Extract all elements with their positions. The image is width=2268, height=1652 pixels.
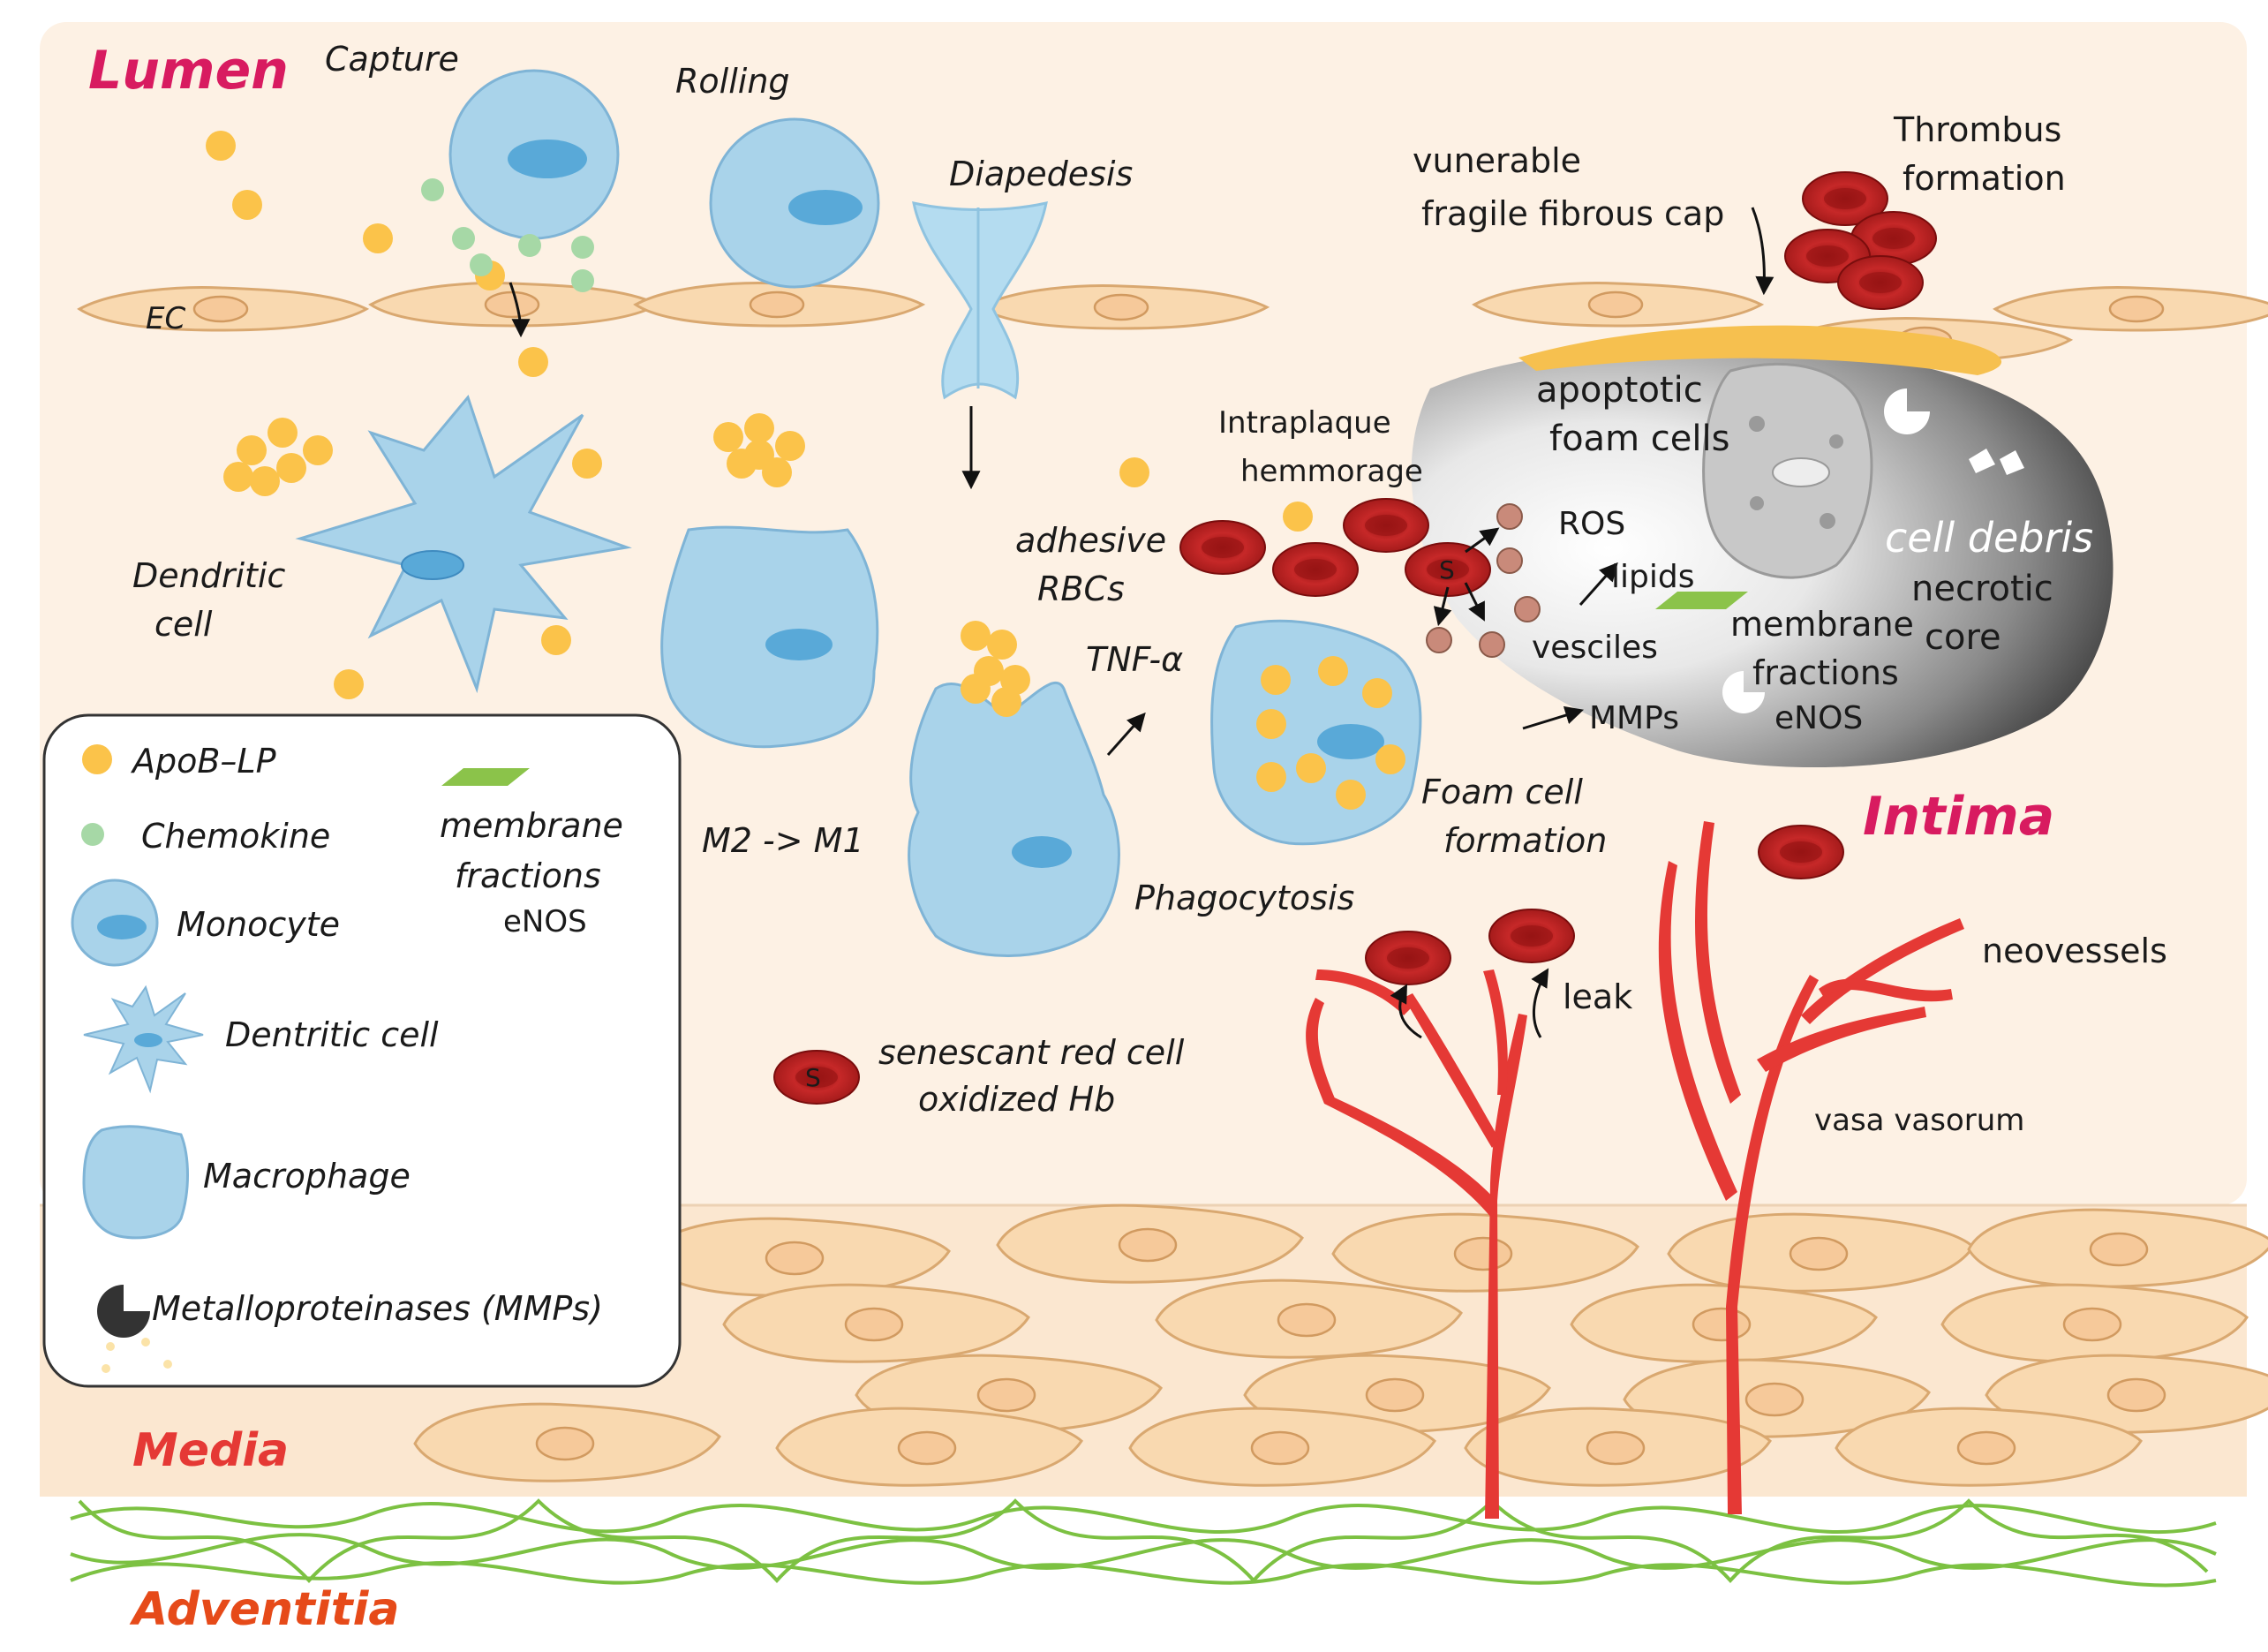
label-adhesive-2: RBCs	[1037, 570, 1125, 608]
label-leak: leak	[1563, 977, 1632, 1016]
label-thrombus-1: Thrombus	[1893, 110, 2061, 149]
label-mmps: MMPs	[1589, 700, 1679, 736]
arrows	[509, 207, 1774, 1039]
label-apoptotic-1: apoptotic	[1536, 370, 1703, 411]
legend-chemokine: Chemokine	[141, 817, 330, 856]
vesicles	[1426, 503, 1541, 658]
label-necrotic-2: core	[1925, 617, 2001, 658]
label-s-legend: S	[805, 1063, 821, 1092]
layer-adventitia: Adventitia	[129, 1583, 400, 1636]
diagram-labels: Capture Rolling Diapedesis EC Dendritic …	[132, 40, 2167, 1138]
foam-cell	[1210, 619, 1422, 846]
adventitia-fibers	[70, 1498, 2217, 1588]
label-foam-1: Foam cell	[1421, 773, 1583, 811]
label-vulnerable-1: vunerable	[1413, 141, 1581, 180]
legend: ApoB–LP Chemokine membrane fractions eNO…	[42, 713, 682, 1388]
label-tnf: TNF-α	[1086, 640, 1183, 679]
legend-membrane-2: fractions	[455, 856, 601, 895]
label-dendritic-1: Dendritic	[132, 556, 285, 595]
layer-lumen: Lumen	[88, 40, 289, 102]
label-ros: ROS	[1558, 506, 1625, 542]
legend-mmps: Metalloproteinases (MMPs)	[152, 1289, 603, 1328]
layer-intima: Intima	[1863, 786, 2054, 848]
membrane-fraction-plate	[1655, 592, 1748, 609]
label-senescent-2: oxidized Hb	[918, 1080, 1115, 1119]
dendritic-cell	[295, 394, 632, 694]
layer-media: Media	[132, 1424, 289, 1477]
label-lipids: lipids	[1611, 559, 1694, 595]
label-membrane-2: fractions	[1752, 653, 1899, 692]
label-membrane-1: membrane	[1730, 605, 1914, 644]
label-phagocytosis: Phagocytosis	[1134, 879, 1354, 917]
label-foam-2: formation	[1443, 821, 1607, 860]
label-intraplaque-2: hemmorage	[1240, 454, 1423, 489]
legend-membrane-3: eNOS	[503, 904, 587, 939]
label-vesciles: vesciles	[1532, 630, 1658, 666]
legend-box	[42, 713, 682, 1388]
legend-dendritic: Dentritic cell	[225, 1015, 439, 1054]
label-s-core: S	[1439, 555, 1455, 585]
legend-macrophage: Macrophage	[203, 1157, 411, 1196]
necrotic-core	[1411, 325, 2114, 768]
legend-membrane-icon	[441, 768, 530, 786]
legend-mmp-icon	[97, 1285, 150, 1338]
label-cell-debris: cell debris	[1885, 514, 2093, 562]
legend-apob: ApoB–LP	[130, 742, 276, 781]
phagocytic-macrophage	[908, 682, 1120, 957]
label-diapedesis: Diapedesis	[949, 155, 1133, 193]
macrophage	[660, 525, 879, 749]
label-capture: Capture	[325, 40, 459, 79]
label-apoptotic-2: foam cells	[1549, 419, 1729, 459]
label-adhesive-1: adhesive	[1015, 521, 1166, 560]
diapedesis-cell	[912, 201, 1048, 400]
label-intraplaque-1: Intraplaque	[1218, 405, 1391, 441]
label-rolling: Rolling	[675, 62, 790, 101]
label-ec: EC	[146, 301, 185, 336]
monocyte-rolling	[709, 117, 880, 289]
label-dendritic-2: cell	[154, 605, 213, 644]
neovessels	[1306, 821, 1964, 1519]
label-m2-m1: M2 -> M1	[702, 821, 864, 860]
monocyte-capture	[448, 69, 620, 240]
label-thrombus-2: formation	[1903, 159, 2066, 198]
label-vulnerable-2: fragile fibrous cap	[1421, 194, 1724, 233]
label-vasa-vasorum: vasa vasorum	[1814, 1103, 2024, 1138]
label-membrane-3: eNOS	[1774, 700, 1863, 736]
legend-macrophage-icon	[82, 1125, 189, 1240]
label-necrotic-1: necrotic	[1911, 569, 2053, 609]
legend-monocyte: Monocyte	[177, 905, 340, 944]
label-neovessels: neovessels	[1982, 932, 2167, 970]
legend-membrane-1: membrane	[440, 806, 623, 845]
label-senescent-1: senescant red cell	[878, 1033, 1185, 1072]
